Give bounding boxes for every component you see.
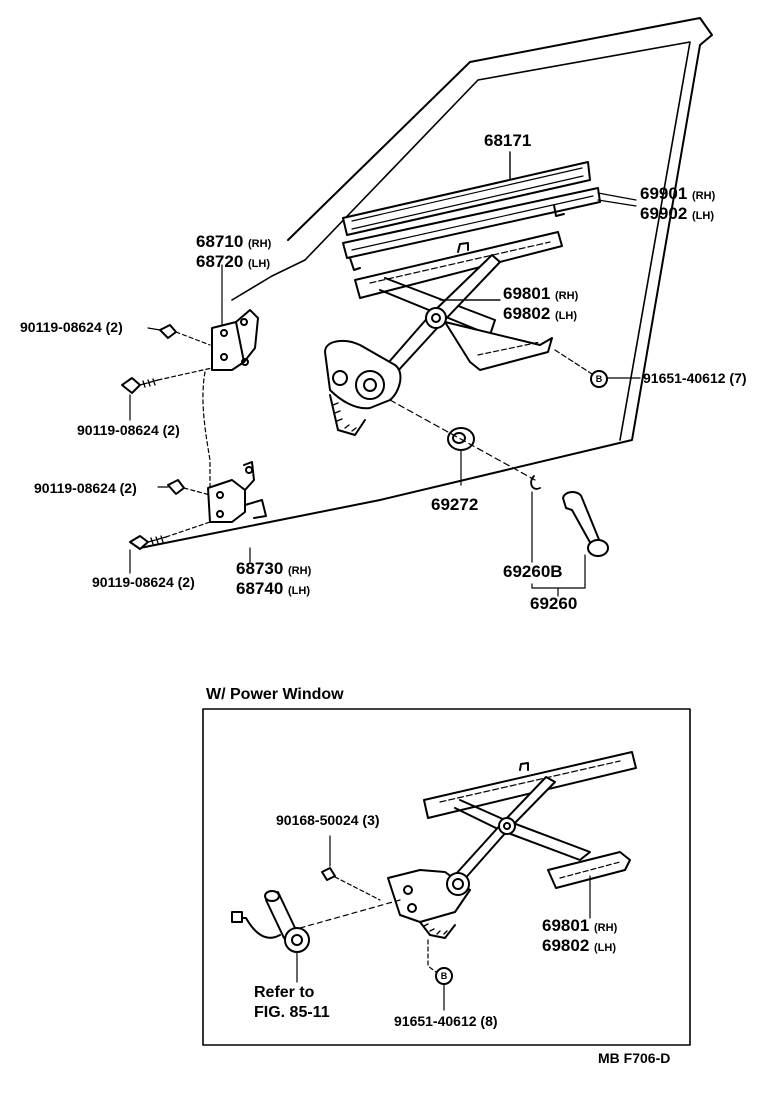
label-69801: 69801 (RH): [503, 284, 579, 303]
upper-hinge: [211, 309, 259, 371]
label-screw-c: 90119-08624 (2): [34, 480, 137, 496]
refer-note: Refer to FIG. 85-11: [254, 983, 330, 1023]
label-69260b: 69260B: [503, 562, 563, 581]
label-68171: 68171: [484, 131, 532, 150]
refer-line-2: FIG. 85-11: [254, 1004, 330, 1021]
label-pw-69801: 69801 (RH): [542, 916, 618, 935]
plug-b-power-letter: B: [441, 971, 448, 981]
label-69801-69802: 69801 (RH) 69802 (LH): [503, 284, 579, 324]
manual-regulator: [324, 231, 563, 436]
plug-b-manual-letter: B: [596, 374, 603, 384]
window-motor: [231, 890, 401, 983]
section-title-power-window: W/ Power Window: [206, 686, 344, 703]
run-channels: [342, 151, 637, 271]
plug-b-power: [427, 939, 453, 1011]
label-68730: 68730 (RH): [236, 559, 312, 578]
power-window-frame: [202, 708, 691, 1046]
label-68710: 68710 (RH): [196, 232, 272, 251]
leader-lines: [129, 264, 501, 574]
pw-screw: [321, 835, 381, 901]
label-69802: 69802 (LH): [503, 304, 578, 323]
label-68710-68720: 68710 (RH) 68720 (LH): [196, 232, 272, 272]
label-plug-manual: 91651-40612 (7): [643, 370, 747, 386]
label-pw-69802: 69802 (LH): [542, 936, 617, 955]
label-69272: 69272: [431, 495, 479, 514]
label-pw-screw: 90168-50024 (3): [276, 812, 380, 828]
label-69902: 69902 (LH): [640, 204, 715, 223]
refer-line-1: Refer to: [254, 984, 315, 1001]
label-pw-plug: 91651-40612 (8): [394, 1013, 498, 1029]
label-69260: 69260: [530, 594, 578, 613]
label-68730-68740: 68730 (RH) 68740 (LH): [236, 559, 312, 599]
label-68720: 68720 (LH): [196, 252, 271, 271]
label-pw-69801-69802: 69801 (RH) 69802 (LH): [542, 916, 618, 956]
power-window-regulator: [387, 751, 637, 939]
label-screw-a: 90119-08624 (2): [20, 319, 123, 335]
hinge-bolts: [121, 324, 213, 550]
plug-b-manual: [554, 349, 641, 388]
label-screw-b: 90119-08624 (2): [77, 422, 180, 438]
handle-assembly: [389, 399, 609, 597]
door-frame: [139, 17, 713, 549]
label-68740: 68740 (LH): [236, 579, 311, 598]
lower-hinge: [207, 461, 267, 523]
figure-code: MB F706-D: [598, 1050, 671, 1066]
label-screw-d: 90119-08624 (2): [92, 574, 195, 590]
label-69901: 69901 (RH): [640, 184, 716, 203]
label-69901-69902: 69901 (RH) 69902 (LH): [640, 184, 716, 224]
